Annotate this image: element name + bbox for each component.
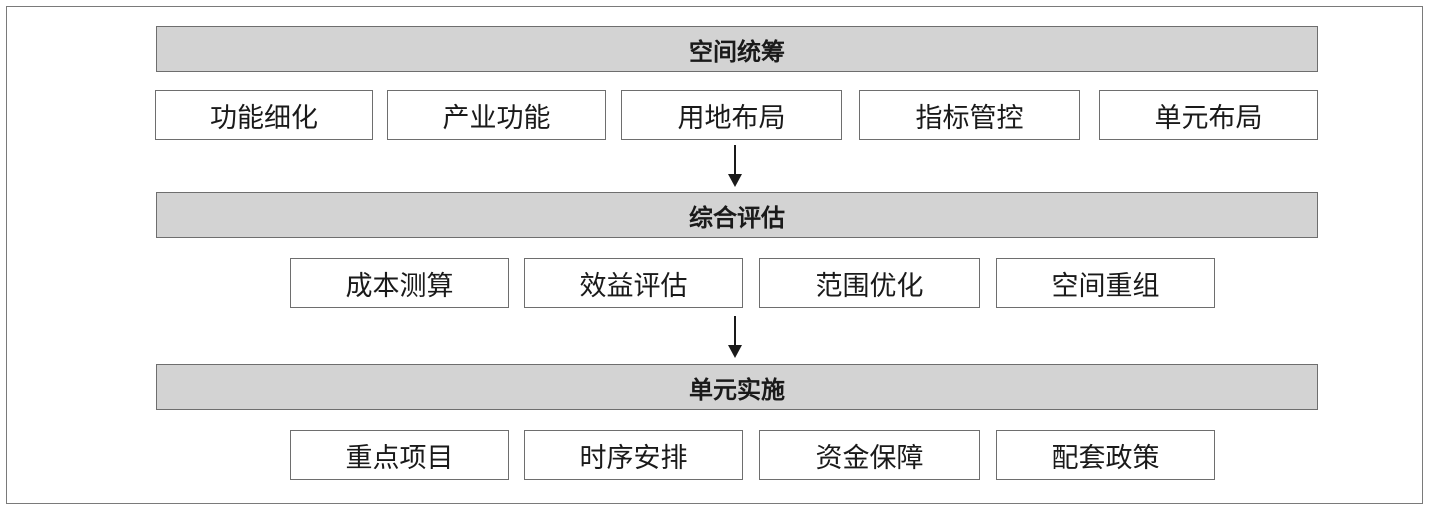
item-unit-layout: 单元布局 — [1099, 90, 1318, 140]
item-scope-optimization: 范围优化 — [759, 258, 980, 308]
item-spatial-reorganization: 空间重组 — [996, 258, 1215, 308]
item-land-layout: 用地布局 — [621, 90, 842, 140]
section-header-unit-implementation: 单元实施 — [156, 364, 1318, 410]
item-industrial-function: 产业功能 — [387, 90, 606, 140]
item-key-projects: 重点项目 — [290, 430, 509, 480]
item-function-refinement: 功能细化 — [155, 90, 373, 140]
item-timing-arrangement: 时序安排 — [524, 430, 743, 480]
item-benefit-evaluation: 效益评估 — [524, 258, 743, 308]
diagram-frame — [6, 6, 1423, 504]
item-cost-estimation: 成本测算 — [290, 258, 509, 308]
section-header-comprehensive-evaluation: 综合评估 — [156, 192, 1318, 238]
item-supporting-policies: 配套政策 — [996, 430, 1215, 480]
item-indicator-control: 指标管控 — [859, 90, 1080, 140]
arrow-down-1 — [728, 145, 742, 187]
section-header-spatial-planning: 空间统筹 — [156, 26, 1318, 72]
arrow-down-2 — [728, 316, 742, 358]
item-funding-guarantee: 资金保障 — [759, 430, 980, 480]
